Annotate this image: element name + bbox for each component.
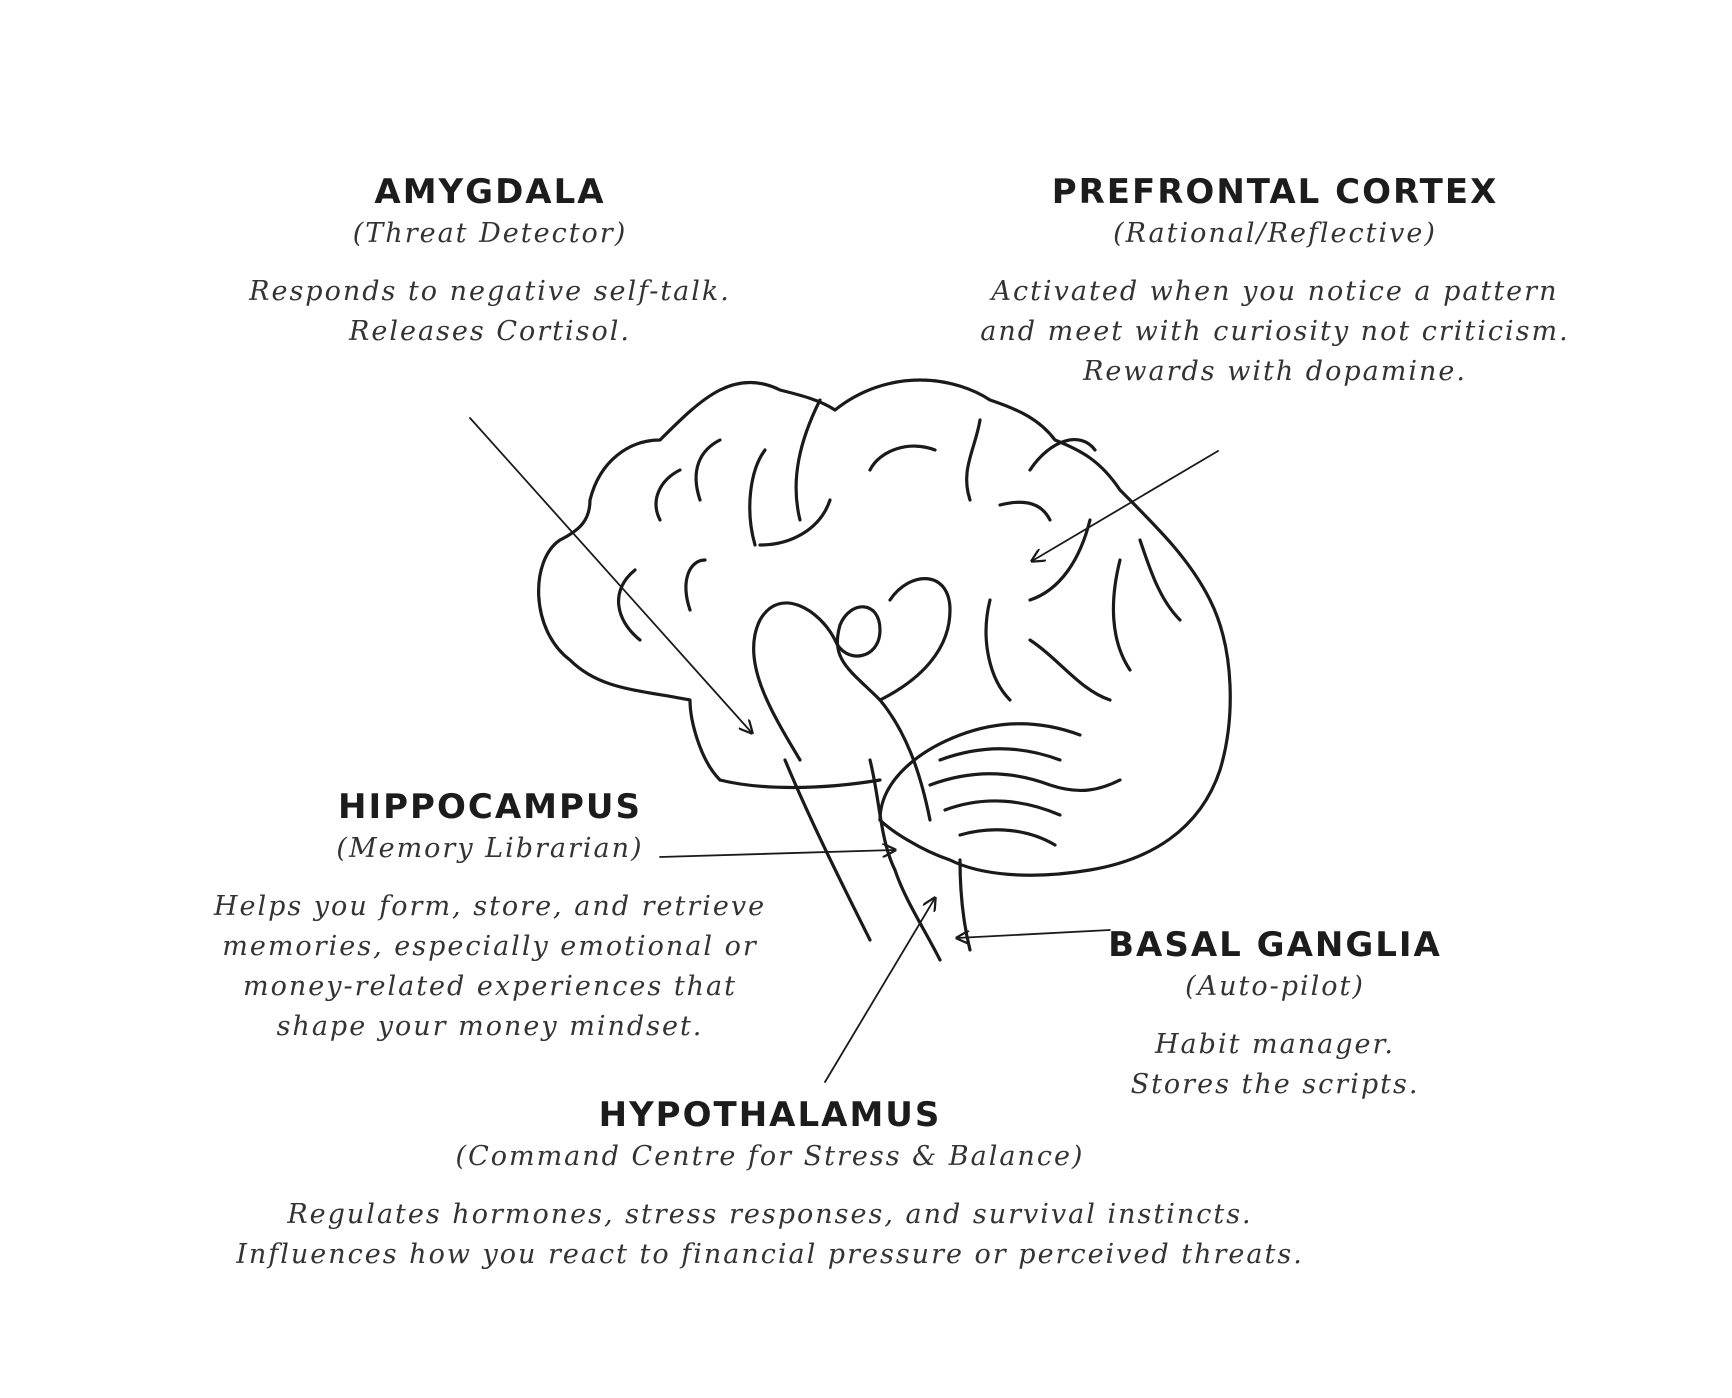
hippocampus-subtitle: (Memory Librarian) — [336, 833, 644, 864]
amygdala-label: AMYGDALA (Threat Detector) Responds to n… — [190, 172, 790, 352]
basal-ganglia-arrow — [957, 929, 1111, 938]
prefrontal-line: and meet with curiosity not criticism. — [980, 316, 1570, 347]
amygdala-line: Responds to negative self-talk. — [249, 276, 731, 307]
prefrontal-title: PREFRONTAL CORTEX — [1051, 172, 1499, 212]
hypothalamus-description: Regulates hormones, stress responses, an… — [200, 1195, 1340, 1275]
amygdala-arrow — [469, 417, 752, 733]
prefrontal-line: Activated when you notice a pattern — [991, 276, 1559, 307]
basal-ganglia-subtitle: (Auto-pilot) — [1185, 971, 1365, 1002]
basal-ganglia-title: BASAL GANGLIA — [1108, 925, 1442, 965]
prefrontal-arrow — [1032, 450, 1219, 561]
hippocampus-line: money-related experiences that — [242, 971, 738, 1002]
hypothalamus-arrow — [824, 898, 935, 1083]
amygdala-description: Responds to negative self-talk. Releases… — [190, 272, 790, 352]
hippocampus-line: shape your money mindset. — [276, 1011, 704, 1042]
amygdala-line: Releases Cortisol. — [349, 316, 631, 347]
hypothalamus-line: Regulates hormones, stress responses, an… — [287, 1199, 1253, 1230]
prefrontal-label: PREFRONTAL CORTEX (Rational/Reflective) … — [950, 172, 1600, 392]
hippocampus-label: HIPPOCAMPUS (Memory Librarian) Helps you… — [190, 787, 790, 1047]
basal-ganglia-line: Habit manager. — [1155, 1029, 1395, 1060]
hypothalamus-label: HYPOTHALAMUS (Command Centre for Stress … — [200, 1095, 1340, 1275]
amygdala-title: AMYGDALA — [374, 172, 606, 212]
cerebellum — [938, 747, 1062, 762]
hippocampus-line: Helps you form, store, and retrieve — [213, 891, 767, 922]
brainstem — [783, 758, 872, 942]
hypothalamus-line: Influences how you react to financial pr… — [236, 1239, 1304, 1270]
brain-drawing — [537, 378, 1232, 962]
amygdala-subtitle: (Threat Detector) — [352, 218, 628, 249]
hippocampus-title: HIPPOCAMPUS — [338, 787, 642, 827]
prefrontal-subtitle: (Rational/Reflective) — [1113, 218, 1437, 249]
basal-ganglia-label: BASAL GANGLIA (Auto-pilot) Habit manager… — [1075, 925, 1475, 1105]
basal-ganglia-description: Habit manager. Stores the scripts. — [1075, 1025, 1475, 1105]
prefrontal-description: Activated when you notice a pattern and … — [950, 272, 1600, 392]
hypothalamus-title: HYPOTHALAMUS — [598, 1095, 942, 1135]
brain-outline — [537, 378, 1232, 877]
hippocampus-arrow — [659, 850, 895, 858]
prefrontal-line: Rewards with dopamine. — [1083, 356, 1467, 387]
hypothalamus-subtitle: (Command Centre for Stress & Balance) — [455, 1141, 1085, 1172]
hippocampus-line: memories, especially emotional or — [222, 931, 758, 962]
arrows — [469, 417, 1219, 1083]
hippocampus-description: Helps you form, store, and retrieve memo… — [190, 887, 790, 1047]
basal-ganglia-line: Stores the scripts. — [1130, 1069, 1420, 1100]
